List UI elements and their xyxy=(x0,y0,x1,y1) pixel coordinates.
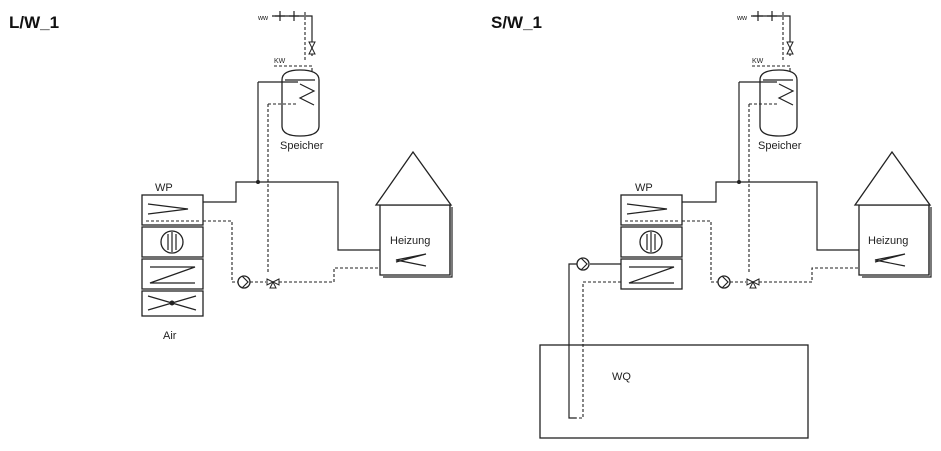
ww-label: ww xyxy=(257,15,269,22)
ww-label: ww xyxy=(736,15,748,22)
diagram-left: L/W_1 ww KW Speicher WP A xyxy=(9,11,453,342)
three-way-valve-icon xyxy=(266,278,280,289)
condenser-coil-icon xyxy=(147,203,189,215)
dhw-valve-icon xyxy=(786,41,794,55)
heating-coil-icon xyxy=(874,253,906,267)
circulation-pump-icon xyxy=(237,275,251,289)
heat-pump-label: WP xyxy=(155,182,173,194)
heating-label: Heizung xyxy=(390,235,430,247)
storage-label: Speicher xyxy=(280,140,324,152)
heat-pump-evaporator xyxy=(141,258,204,290)
source-label: WQ xyxy=(612,371,631,383)
dhw-valve-icon xyxy=(308,41,316,55)
heat-pump-condenser xyxy=(141,194,204,226)
heat-pump-evaporator xyxy=(620,258,683,290)
heating-coil-icon xyxy=(395,253,427,267)
return-pipe xyxy=(203,220,238,283)
ww-line xyxy=(272,15,313,56)
evaporator-coil-icon xyxy=(628,266,675,284)
diagram-right: S/W_1 ww KW Speicher WP WQ xyxy=(491,11,932,439)
heat-source-box xyxy=(539,344,809,439)
source-pump-icon xyxy=(576,257,590,271)
source-label: Air xyxy=(163,330,177,342)
supply-pipe xyxy=(203,181,380,251)
storage-coil-icon xyxy=(777,83,795,106)
diagram-title: S/W_1 xyxy=(491,13,542,32)
roof-icon xyxy=(853,150,932,206)
kw-label: KW xyxy=(752,58,764,65)
roof-icon xyxy=(374,150,453,206)
circulation-pump-icon xyxy=(717,275,731,289)
storage-tank xyxy=(759,69,798,137)
storage-label: Speicher xyxy=(758,140,802,152)
diagram-title: L/W_1 xyxy=(9,13,59,32)
heating-label: Heizung xyxy=(868,235,908,247)
storage-tank xyxy=(281,69,320,137)
kw-label: KW xyxy=(274,58,286,65)
evaporator-coil-icon xyxy=(149,266,196,284)
storage-coil-icon xyxy=(298,83,316,106)
condenser-coil-icon xyxy=(626,203,668,215)
heat-pump-condenser xyxy=(620,194,683,226)
heat-pump-label: WP xyxy=(635,182,653,194)
three-way-valve-icon xyxy=(746,278,760,289)
supply-pipe xyxy=(682,181,859,251)
